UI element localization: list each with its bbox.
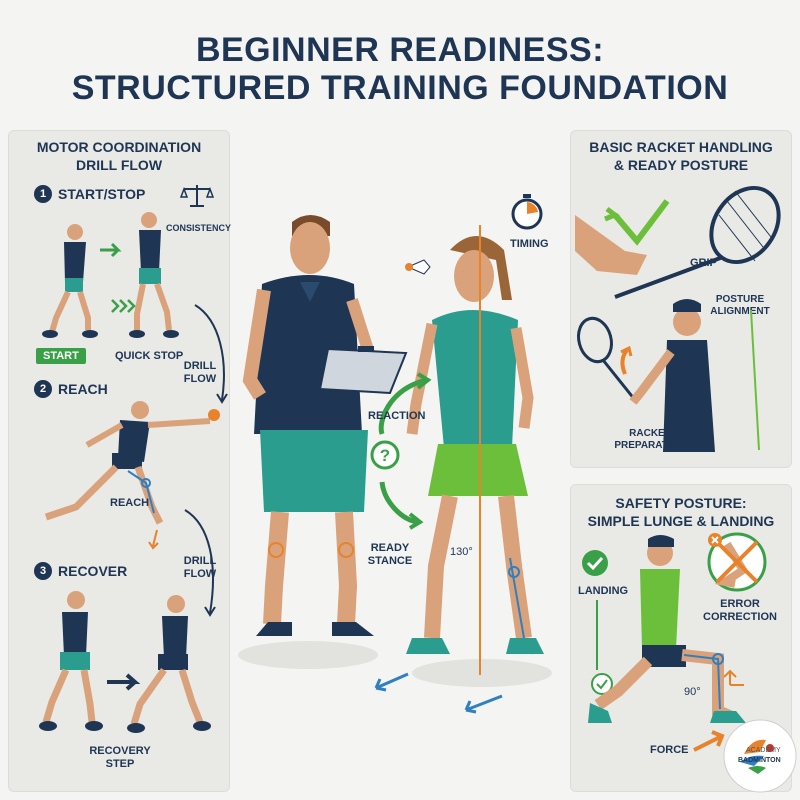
player-figure-start [42, 224, 98, 338]
posture-illustration [577, 299, 760, 452]
grip-illustration [575, 185, 781, 299]
logo-text-2: BADMINTON [738, 757, 781, 764]
step-reach: 2 REACH [34, 380, 108, 398]
check-circle-icon [582, 550, 608, 576]
left-panel-title-2: DRILL FLOW [75, 157, 163, 173]
shuttlecock-icon [405, 259, 431, 275]
clipboard-icon [318, 346, 408, 395]
label-force: FORCE [650, 744, 689, 756]
label-reaction: REACTION [368, 410, 426, 422]
label-lunge-angle: 90° [684, 686, 701, 698]
step-label-1: START/STOP [58, 186, 146, 202]
alignment-line [479, 225, 481, 675]
step-start-stop: 1 START/STOP [34, 185, 145, 203]
chevrons-icon [111, 299, 136, 313]
label-timing: TIMING [510, 238, 549, 250]
coach-figure [238, 215, 378, 669]
label-drill-flow-1b: FLOW [183, 373, 217, 385]
right-top-title-1: BASIC RACKET HANDLING [589, 139, 773, 155]
lunge-figure [588, 535, 746, 723]
step-number-3: 3 [34, 562, 52, 580]
label-posture-a: POSTURE [715, 294, 765, 305]
label-recovery-b: STEP [105, 758, 135, 770]
stopwatch-icon [511, 194, 543, 230]
right-bottom-title-1: SAFETY POSTURE: [615, 495, 747, 511]
label-drill-flow-1a: DRILL [183, 360, 217, 372]
label-reach: REACH [110, 497, 150, 509]
step-recover: 3 RECOVER [34, 562, 127, 580]
question-icon: ? [370, 440, 400, 470]
label-drill-flow-2a: DRILL [183, 555, 217, 567]
drill-flow-arrow-1 [194, 304, 228, 404]
label-knee-angle: 130° [450, 546, 473, 558]
step-label-2: REACH [58, 381, 108, 397]
arrow-right-icon [100, 242, 122, 258]
label-posture-b: ALIGNMENT [710, 306, 770, 317]
label-error-a: ERROR [720, 598, 760, 610]
right-bottom-title-2: SIMPLE LUNGE & LANDING [587, 513, 775, 529]
label-drill-flow-2b: FLOW [183, 568, 217, 580]
label-quick-stop: QUICK STOP [115, 350, 184, 362]
drill-flow-arrow-2 [184, 509, 216, 617]
player-figure-ready [406, 236, 552, 687]
logo-text-1: ACADEMY [746, 747, 781, 754]
label-prep-b: PREPARATION [614, 440, 686, 451]
main-title-line2: STRUCTURED TRAINING FOUNDATION [71, 69, 729, 107]
step-number-2: 2 [34, 380, 52, 398]
main-title-line1: BEGINNER READINESS: [195, 31, 605, 69]
label-ready-a: READY [370, 542, 410, 554]
reaction-cycle-arrows [378, 372, 432, 530]
arrow-down-icon [148, 529, 159, 550]
player-figure-recover-1 [39, 591, 103, 731]
label-recovery-a: RECOVERY [89, 745, 151, 757]
check-small-icon [591, 673, 613, 695]
arrow-left-blue-1 [374, 672, 409, 692]
step-label-3: RECOVER [58, 563, 128, 579]
force-arrow-icon [693, 730, 725, 752]
player-figure-reach [44, 401, 220, 525]
label-ready-b: STANCE [367, 555, 413, 567]
label-consistency: CONSISTENCY [166, 223, 232, 233]
svg-text:?: ? [380, 446, 390, 465]
left-panel-title-1: MOTOR COORDINATION [36, 139, 202, 155]
arrow-recovery-icon [107, 673, 141, 691]
label-landing: LANDING [578, 585, 629, 597]
academy-logo [723, 719, 797, 793]
label-start: START [36, 348, 86, 364]
error-correction-icon [707, 532, 767, 592]
player-figure-recover-2 [127, 595, 211, 733]
arrow-left-blue-2 [464, 694, 503, 714]
player-figure-stop [129, 212, 179, 338]
scale-icon [179, 185, 215, 207]
label-error-b: CORRECTION [703, 611, 777, 623]
right-top-title-2: & READY POSTURE [613, 157, 749, 173]
step-number-1: 1 [34, 185, 52, 203]
label-grip: GRIP [690, 257, 717, 269]
label-prep-a: RACKET [629, 428, 671, 439]
landing-line [596, 600, 598, 670]
